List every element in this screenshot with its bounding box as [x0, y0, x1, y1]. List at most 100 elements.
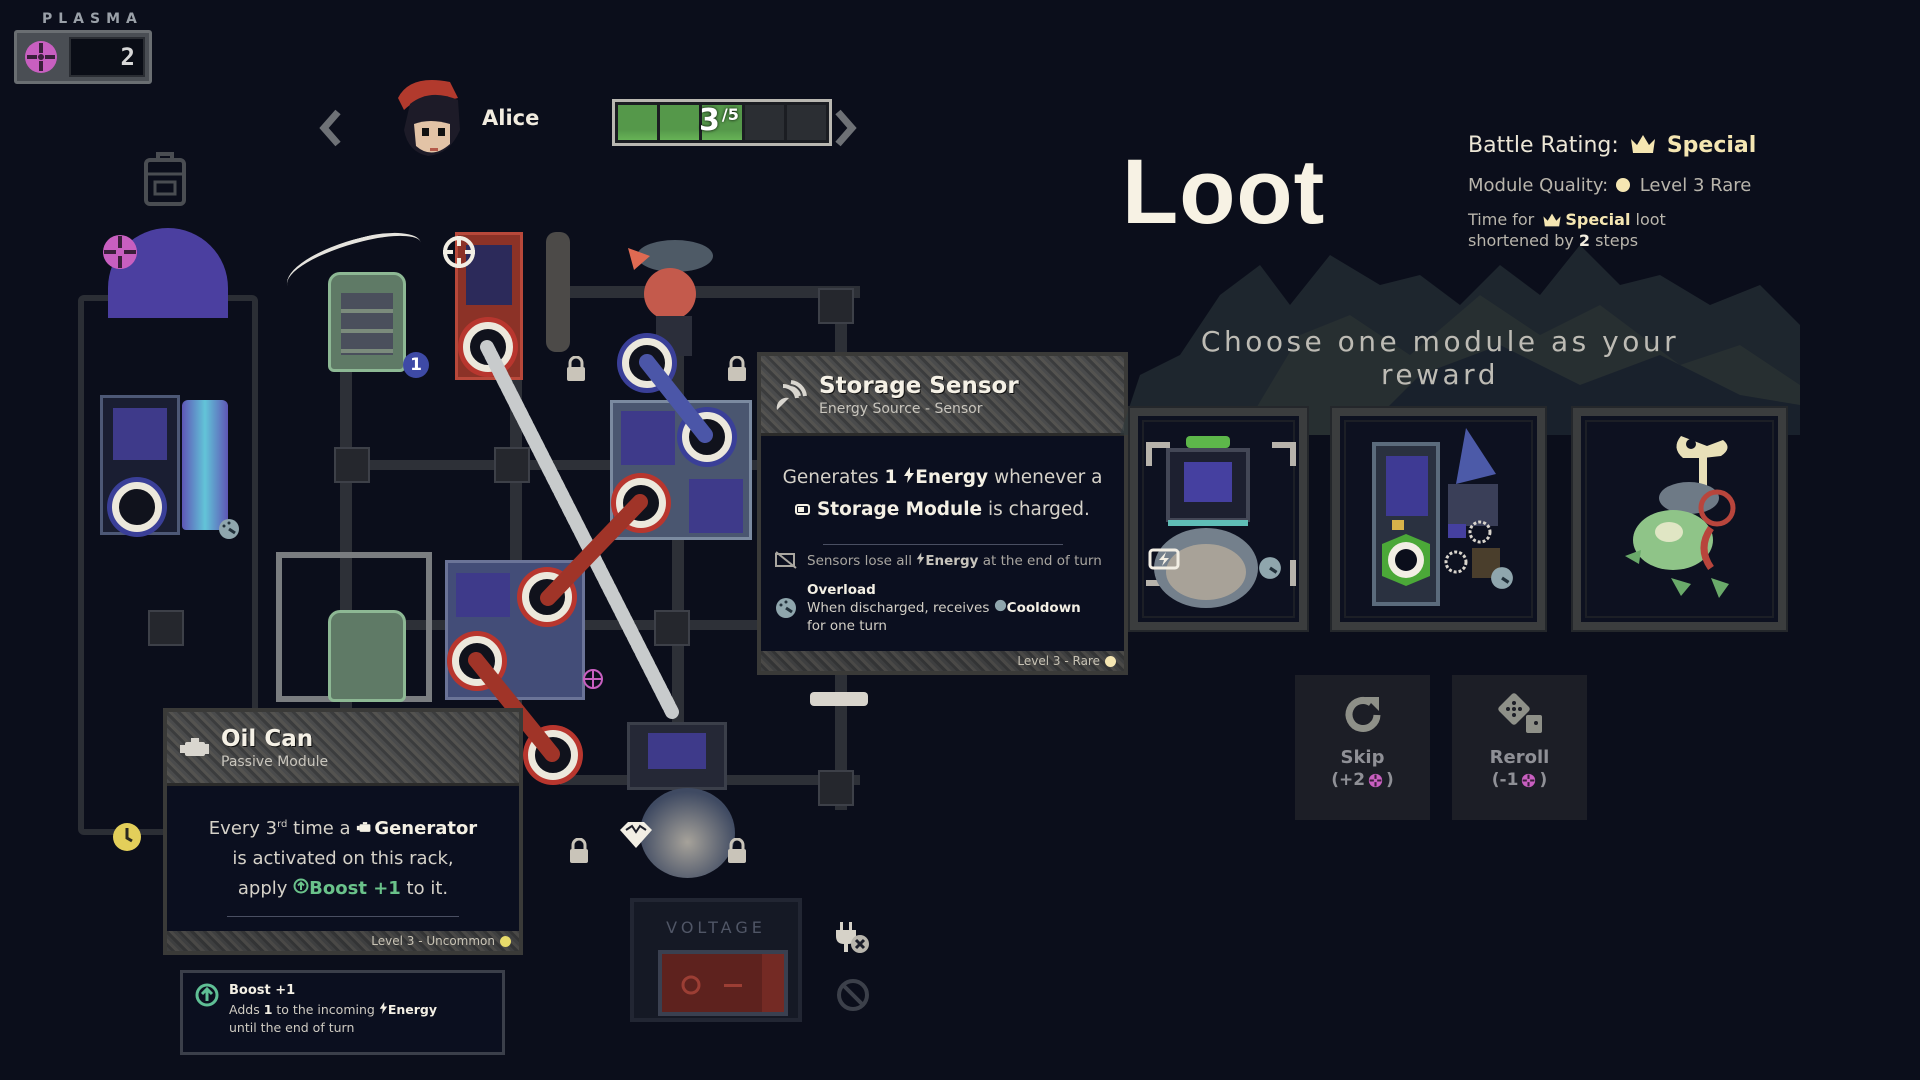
energy-socket[interactable] — [463, 322, 513, 372]
rack-joint — [818, 770, 854, 806]
next-character-button[interactable] — [832, 108, 858, 156]
cooldown-icon — [994, 599, 1006, 612]
skip-button[interactable]: Skip (+2 ) — [1295, 675, 1430, 820]
ordinal-suffix: rd — [277, 819, 288, 830]
energy-socket[interactable] — [622, 338, 672, 388]
energy-socket[interactable] — [528, 730, 578, 780]
avatar — [380, 68, 480, 168]
text: shortened by — [1468, 231, 1574, 250]
energy-bolt-icon — [904, 467, 915, 483]
backpack-button[interactable] — [142, 150, 188, 212]
divider — [822, 544, 1063, 545]
module-quality: Module Quality: Level 3 Rare — [1468, 175, 1751, 196]
loot-card-generator[interactable] — [1330, 406, 1547, 632]
plasma-target-icon-small — [582, 668, 604, 694]
battle-rating-value: Special — [1666, 133, 1757, 158]
text: Generates — [782, 467, 879, 488]
activation-count-badge: 1 — [403, 352, 429, 378]
energy-socket[interactable] — [682, 412, 732, 462]
tooltip-subtitle: Energy Source - Sensor — [819, 400, 983, 417]
tooltip-body: Generates 1 Energy whenever a Storage Mo… — [761, 436, 1124, 545]
generator-engine-icon — [357, 822, 371, 832]
power-on-icon — [724, 984, 742, 987]
text: to it. — [406, 878, 449, 899]
text-bold: 2 — [1578, 231, 1591, 250]
progress-current: 3 — [699, 103, 720, 138]
prev-character-button[interactable] — [318, 108, 344, 156]
loot-card-wind-up-toy[interactable] — [1571, 406, 1788, 632]
rack-joint — [818, 288, 854, 324]
plasma-label: PLASMA — [42, 11, 143, 27]
plasma-icon — [1368, 773, 1383, 787]
text-bold: Storage Module — [816, 499, 983, 520]
rack-module-piston[interactable] — [546, 232, 570, 352]
rack-joint — [654, 610, 690, 646]
lock-icon — [728, 356, 746, 381]
module-quality-label: Module Quality: — [1468, 175, 1609, 196]
rack-module-battery[interactable] — [627, 722, 727, 790]
battery-charge-icon — [1148, 548, 1182, 574]
text: Sensors lose all — [807, 552, 913, 569]
divider — [227, 916, 459, 917]
generator-module-icon — [1372, 428, 1500, 606]
text: at the end of turn — [982, 552, 1102, 569]
disabled-button[interactable] — [836, 978, 870, 1016]
energy-socket[interactable] — [616, 478, 666, 528]
rack-rail — [560, 286, 860, 298]
reroll-button[interactable]: Reroll (-1 ) — [1452, 675, 1587, 820]
rack-module-capacitor[interactable] — [182, 400, 228, 530]
rack-module-oil-can[interactable] — [328, 272, 406, 372]
reward-prompt: Choose one module as your reward — [1200, 325, 1680, 391]
overload-gauge-icon — [776, 598, 796, 618]
skip-cost-value: (+2 — [1331, 770, 1366, 790]
energy-socket[interactable] — [452, 636, 502, 686]
sensor-note: Sensors lose all Energy at the end of tu… — [761, 545, 1124, 569]
progress-segment — [618, 105, 658, 140]
skip-cost: (+2 ) — [1331, 770, 1394, 790]
boost-up-icon — [293, 878, 309, 894]
progress-segment — [702, 105, 742, 140]
voltage-label: VOLTAGE — [666, 918, 766, 937]
energy-bolt-icon — [917, 552, 925, 564]
rarity-dot-icon — [1615, 178, 1630, 192]
progress-segment — [744, 105, 784, 140]
progress-label: 3/5 — [699, 103, 739, 138]
boost-keyword-tooltip: Boost +1 Adds 1 to the incoming Energy u… — [180, 970, 505, 1055]
plasma-icon — [1522, 773, 1536, 787]
reroll-cost: (-1 ) — [1492, 770, 1547, 790]
lock-icon — [567, 356, 585, 381]
energy-socket[interactable] — [522, 572, 572, 622]
overload-note: Overload When discharged, receives Coold… — [761, 569, 1124, 635]
tooltip-footer: Level 3 - Uncommon — [167, 931, 519, 951]
progress-segment — [660, 105, 700, 140]
text-bold: Special — [1565, 210, 1631, 229]
boost-keyword: Boost +1 — [309, 878, 401, 899]
target-icon — [441, 234, 477, 274]
overload-gauge-icon — [1258, 556, 1282, 584]
overload-gauge-icon — [218, 518, 240, 544]
energy-socket[interactable] — [112, 482, 162, 532]
loot-card-storage-sensor[interactable] — [1128, 406, 1309, 632]
text-bold: Generator — [374, 818, 478, 839]
text: for one turn — [807, 618, 887, 634]
crown-icon — [1630, 135, 1655, 153]
loot-timer-info: Time for Special loot shortened by 2 ste… — [1468, 209, 1666, 251]
power-off-icon — [681, 975, 701, 995]
voltage-switch[interactable] — [658, 950, 788, 1016]
text: Adds — [229, 1002, 260, 1017]
character-name: Alice — [482, 106, 540, 130]
text: Every 3 — [208, 818, 278, 839]
rack-module-dish-sensor[interactable] — [640, 788, 735, 878]
text-bold: Energy — [387, 1002, 437, 1017]
tooltip-footer: Level 3 - Rare — [761, 651, 1124, 671]
plasma-target-icon — [100, 232, 140, 276]
disabled-icon — [837, 979, 869, 1011]
character-progress-bar: 3/5 — [612, 99, 832, 146]
rack-module-oil-can-2[interactable] — [328, 610, 406, 702]
unplug-button[interactable] — [832, 920, 872, 960]
plasma-counter: 2 — [14, 30, 152, 84]
rack-joint — [494, 447, 530, 483]
rack-connector-plug — [810, 692, 868, 706]
unplug-icon — [836, 922, 869, 953]
module-quality-value: Level 3 Rare — [1639, 175, 1752, 196]
